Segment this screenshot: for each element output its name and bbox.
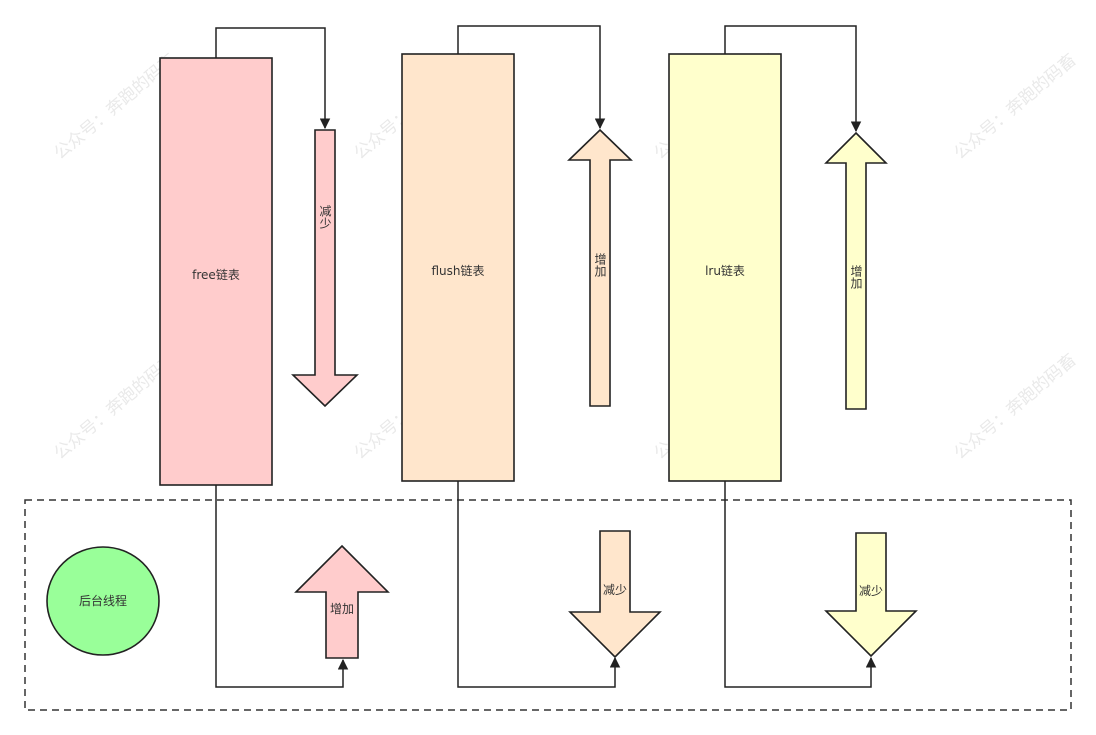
lru-decrease-arrow [824, 532, 918, 658]
free-increase-label: 增加 [330, 602, 354, 616]
free-list-label: free链表 [192, 267, 240, 282]
flush-list-label: flush链表 [431, 263, 484, 278]
free-top-connector [215, 27, 331, 130]
flush-top-connector [457, 25, 606, 130]
background-thread-node [46, 546, 160, 656]
lru-increase-arrow [824, 131, 888, 410]
flush-increase-arrow [567, 128, 633, 407]
lru-list-label: lru链表 [705, 263, 745, 278]
flush-bottom-connector [457, 481, 621, 688]
free-list-box [159, 57, 273, 486]
lru-decrease-label: 减少 [859, 584, 883, 598]
free-bottom-connector [215, 485, 349, 688]
free-decrease-arrow [291, 129, 359, 408]
background-thread-label: 后台线程 [79, 593, 127, 608]
flush-decrease-arrow [568, 530, 662, 659]
flush-decrease-label: 减少 [603, 583, 627, 597]
lru-increase-label: 增加 [849, 265, 863, 290]
flush-list-box [401, 53, 515, 482]
flush-increase-label: 增加 [593, 253, 607, 278]
lru-bottom-connector [724, 481, 877, 688]
watermark-text: 公众号：奔跑的码畜 [950, 350, 1080, 464]
lru-list-box [668, 53, 782, 482]
watermark-text: 公众号：奔跑的码畜 [950, 50, 1080, 164]
lru-top-connector [724, 25, 862, 133]
free-decrease-label: 减少 [318, 205, 332, 229]
background-thread-region [24, 499, 1072, 711]
free-increase-arrow [294, 544, 390, 659]
